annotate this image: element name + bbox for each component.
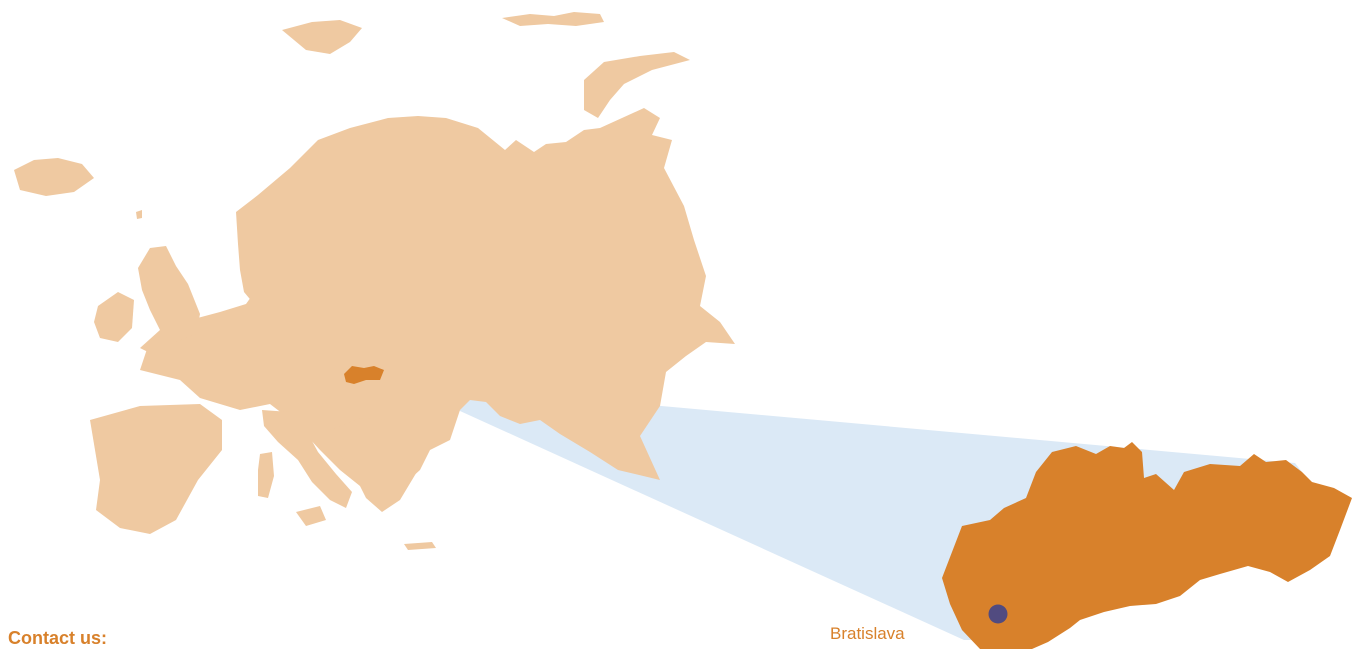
city-label-bratislava: Bratislava [830,624,905,643]
slovakia-large [942,442,1352,649]
franz-josef-land [502,12,604,26]
slovakia-small [344,366,384,384]
novaya-zemlya [584,52,690,118]
sardinia [258,452,274,498]
iceland [14,158,94,196]
iberia [90,404,222,534]
bratislava-marker[interactable] [988,604,1008,624]
italy [262,410,352,508]
great-britain [138,246,200,354]
sicily [296,506,326,526]
balkans [330,418,420,512]
faroe-islands [136,210,142,219]
ireland [94,292,134,342]
crete [404,542,436,550]
contact-heading: Contact us: [8,628,107,648]
europe-mainland [140,108,735,498]
europe-map [14,12,735,550]
svalbard [282,20,362,54]
